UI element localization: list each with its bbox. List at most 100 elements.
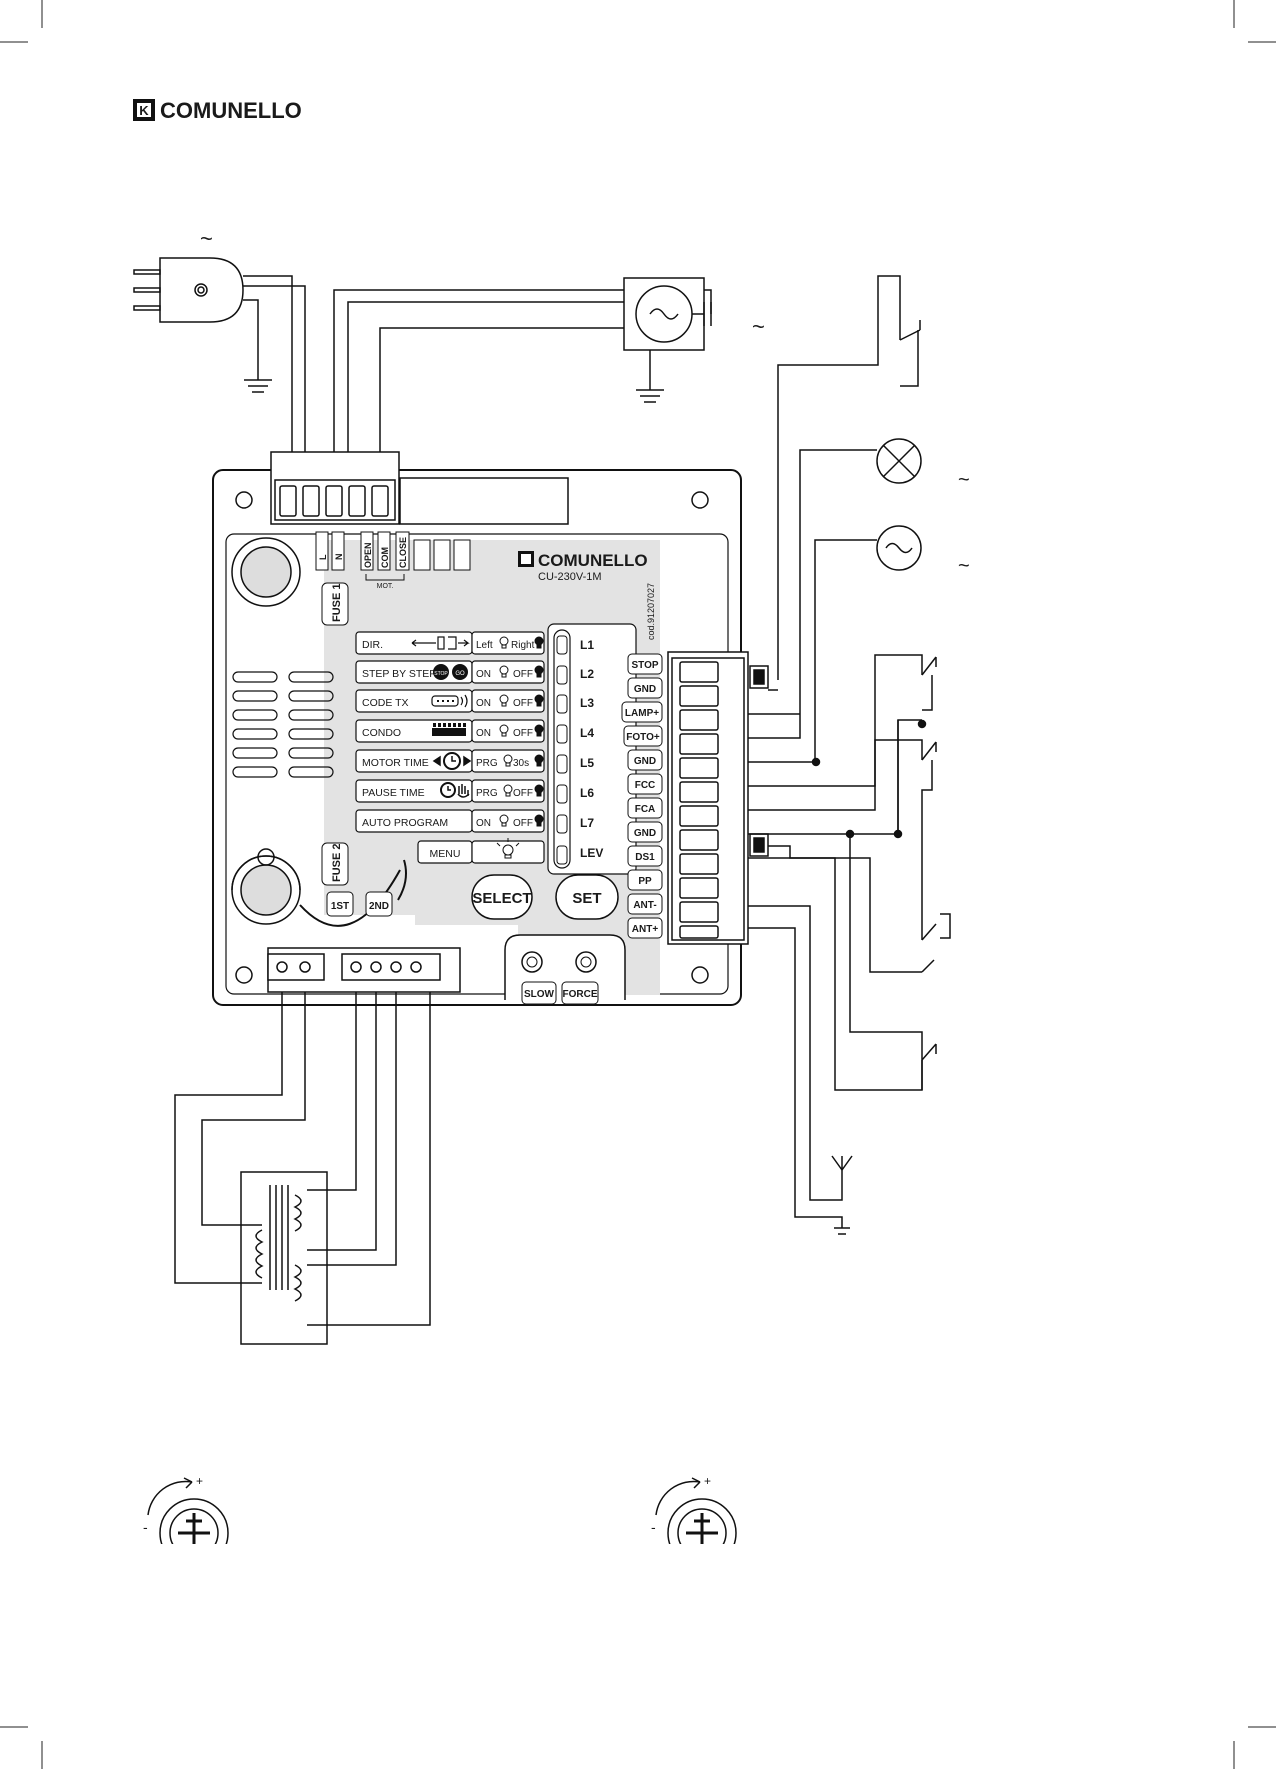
led-l5: L5: [580, 756, 594, 770]
right-wiring: [748, 275, 951, 1235]
select-label: SELECT: [472, 890, 531, 907]
led-l3: L3: [580, 696, 594, 710]
stop-go-icons: STOP GO: [433, 664, 468, 680]
condo-val1: ON: [476, 728, 491, 739]
menu-table: DIR. STEP BY STEP CODE TX CONDO MOTOR TI…: [355, 631, 545, 864]
motor-time-icon: [432, 752, 472, 770]
step-val1: ON: [476, 669, 491, 680]
motor-symbol: [623, 277, 712, 403]
term-foto: FOTO+: [626, 732, 660, 743]
menu-row-dir: DIR.: [362, 639, 383, 651]
trimmers[interactable]: SLOW FORCE: [504, 934, 626, 1005]
motor-val2: 30s: [513, 758, 529, 769]
led-l1: L1: [580, 638, 594, 652]
code-val2: OFF: [513, 698, 533, 709]
menu-row-condo: CONDO: [362, 727, 401, 739]
stop-icon-label: STOP: [434, 671, 448, 677]
motor-tilde: ~: [752, 314, 765, 339]
go-icon-label: GO: [455, 671, 465, 677]
dir-val2: Right: [511, 640, 535, 651]
board-model: CU-230V-1M: [538, 571, 602, 583]
terminal-com: COM: [380, 547, 390, 568]
terminal-l: L: [318, 554, 328, 560]
menu-row-pause: PAUSE TIME: [362, 787, 425, 799]
term-gnd3: GND: [634, 828, 656, 839]
logo-letter: K: [139, 103, 149, 118]
term-lamp: LAMP+: [625, 708, 659, 719]
term-ant-minus: ANT-: [633, 900, 656, 911]
condo-icon: [432, 723, 466, 736]
fuse2-label: FUSE 2: [331, 843, 343, 882]
pause-time-icon: [440, 782, 470, 798]
dial2-plus: +: [704, 1474, 711, 1488]
flash-tilde: ~: [958, 555, 970, 577]
step-val2: OFF: [513, 669, 533, 680]
terminal-open: OPEN: [363, 542, 373, 568]
pause-val2: OFF: [513, 788, 533, 799]
set-label: SET: [572, 890, 601, 907]
dial-cut-mask: [120, 1544, 760, 1584]
dial2-minus: -: [651, 1519, 656, 1535]
fuse-labels: FUSE 1 FUSE 2: [321, 582, 349, 886]
term-fca: FCA: [635, 804, 656, 815]
term-stop: STOP: [631, 660, 658, 671]
force-adjust-dial: [655, 1477, 737, 1568]
led-l4: L4: [580, 726, 594, 740]
menu-label: MENU: [430, 848, 461, 860]
led-l7: L7: [580, 816, 594, 830]
vent-slots: [232, 671, 334, 778]
led-l2: L2: [580, 667, 594, 681]
motor-wires: [333, 289, 624, 452]
mains-plug: [133, 257, 244, 323]
force-label: FORCE: [563, 989, 598, 1000]
board-name: COMUNELLO: [538, 551, 648, 570]
menu-row-motor: MOTOR TIME: [362, 757, 429, 769]
pause-val1: PRG: [476, 788, 498, 799]
board-code: cod.91207027: [646, 583, 656, 640]
bulb-on-icon: [534, 636, 544, 649]
dial1-plus: +: [196, 1474, 203, 1488]
dir-icon: [411, 636, 470, 650]
right-terminal-block: [667, 651, 769, 945]
mot-label: MOT.: [377, 583, 394, 590]
motor-val1: PRG: [476, 758, 498, 769]
code-val1: ON: [476, 698, 491, 709]
term-ant-plus: ANT+: [632, 924, 659, 935]
bottom-terminals: [267, 947, 461, 993]
term-fcc: FCC: [635, 780, 656, 791]
plug-wires: [243, 275, 306, 452]
auto-val2: OFF: [513, 818, 533, 829]
plug-ground: [243, 299, 272, 393]
second-label: 2ND: [369, 901, 389, 912]
remote-icon: [431, 694, 468, 708]
term-gnd2: GND: [634, 756, 656, 767]
menu-row-code: CODE TX: [362, 697, 408, 709]
plug-tilde: ~: [200, 226, 213, 251]
right-terminal-labels: STOP GND LAMP+ FOTO+ GND FCC FCA GND DS1…: [621, 653, 663, 939]
transformer: [174, 992, 431, 1345]
first-second-buttons[interactable]: 1ST 2ND: [326, 891, 393, 917]
lamp-tilde: ~: [958, 469, 970, 491]
dir-val1: Left: [476, 640, 493, 651]
menu-row-auto: AUTO PROGRAM: [362, 817, 448, 829]
select-button[interactable]: SELECT: [471, 874, 533, 920]
top-terminal-block: [270, 451, 569, 525]
set-button[interactable]: SET: [555, 874, 619, 920]
term-ds1: DS1: [635, 852, 655, 863]
terminal-n: N: [334, 554, 344, 561]
board-title: COMUNELLO CU-230V-1M cod.91207027: [518, 551, 656, 640]
term-pp: PP: [638, 876, 652, 887]
bulb-icons: [496, 636, 544, 859]
term-gnd1: GND: [634, 684, 656, 695]
led-lev: LEV: [580, 846, 603, 860]
first-label: 1ST: [331, 901, 349, 912]
auto-val1: ON: [476, 818, 491, 829]
led-strip: L1 L2 L3 L4 L5 L6 L7 LEV: [547, 623, 637, 875]
menu-row-step: STEP BY STEP: [362, 668, 436, 680]
terminal-close: CLOSE: [398, 537, 408, 568]
top-terminal-labels: L N OPEN COM CLOSE MOT.: [315, 531, 471, 590]
led-l6: L6: [580, 786, 594, 800]
fuse1-label: FUSE 1: [331, 583, 343, 622]
